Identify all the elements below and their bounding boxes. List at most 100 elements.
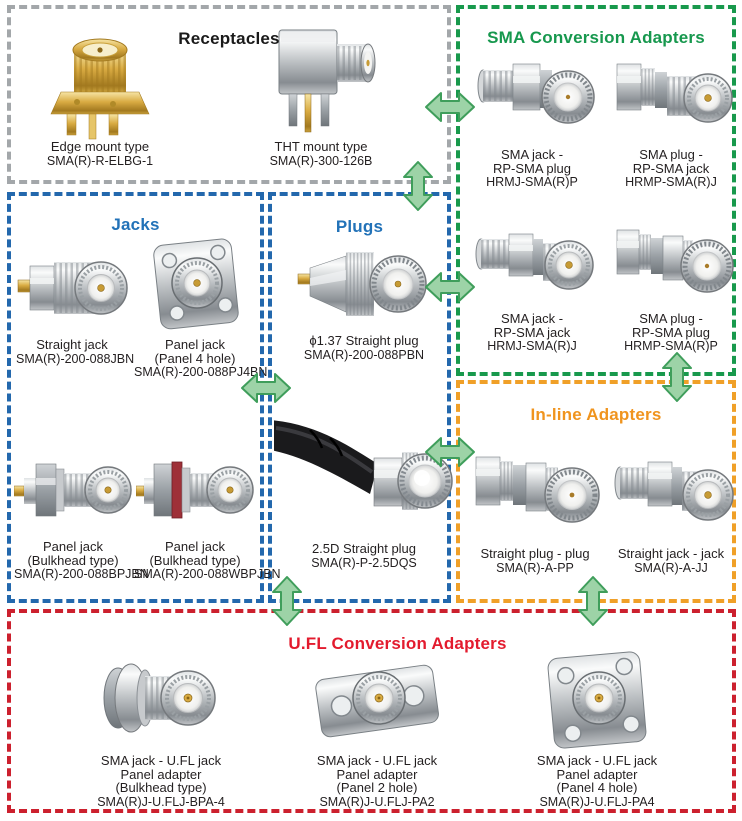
product-name: Panel jack [43, 539, 103, 554]
product-part-number: SMA(R)-P-2.5DQS [311, 555, 417, 570]
panel-jack-4hole-photo [134, 228, 256, 338]
product-edge-mount-receptacle: Edge mount type SMA(R)-R-ELBG-1 [20, 26, 180, 168]
product-part-number: SMA(R)-300-126B [269, 153, 373, 168]
product-part-number: HRMP-SMA(R)P [624, 339, 718, 353]
sma-plug-rp-sma-plug-photo [605, 210, 737, 312]
edge-mount-receptacle-photo [20, 26, 180, 140]
product-panel-jack-4hole: Panel jack (Panel 4 hole) SMA(R)-200-088… [134, 228, 268, 379]
product-25d-straight-plug: 2.5D Straight plug SMA(R)-P-2.5DQS [274, 402, 454, 570]
product-part-number: SMA(R)J-U.FLJ-PA4 [539, 794, 655, 809]
product-name: SMA jack - U.FL jack [536, 753, 658, 768]
product-name: (Panel 4 hole) [154, 350, 236, 366]
product-name: ϕ1.37 Straight plug [309, 333, 419, 348]
arrow-plugs-sma-icon [423, 271, 477, 303]
product-name: (Bulkhead type) [27, 552, 119, 568]
product-panel-jack-bulkhead-waterproof: Panel jack (Bulkhead type) SMA(R)-200-08… [134, 430, 281, 581]
plugs-title: Plugs [335, 217, 384, 237]
arrow-receptacles-sma-icon [423, 91, 477, 123]
product-tht-receptacle: THT mount type SMA(R)-300-126B [241, 14, 401, 168]
sma-conversion-title: SMA Conversion Adapters [487, 28, 705, 48]
product-sma-plug-rp-sma-jack: SMA plug - RP-SMA jack HRMP-SMA(R)J [605, 38, 737, 189]
receptacles-title: Receptacles [178, 29, 280, 49]
product-part-number: SMA(R)J-U.FLJ-PA2 [319, 794, 435, 809]
product-name: Straight jack [36, 337, 108, 352]
straight-plug-plug-photo [465, 432, 605, 547]
product-part-number: HRMP-SMA(R)J [625, 175, 717, 189]
sma-plug-rp-sma-jack-photo [605, 38, 737, 148]
product-part-number: SMA(R)-A-JJ [634, 560, 708, 575]
panel-jack-bulkhead-photo [14, 430, 132, 540]
receptacles-section: Receptacles Edge mount type SMA(R)-R-ELB [7, 5, 451, 184]
product-name: Edge mount type [50, 139, 150, 154]
jacks-section: Jacks Straight jack SMA(R)-200-088JBN [7, 192, 281, 603]
product-name: Panel adapter [556, 766, 638, 782]
arrow-plugs-inline-icon [423, 436, 477, 468]
product-sma-jack-rp-sma-plug: SMA jack - RP-SMA plug HRMJ-SMA(R)P [467, 38, 597, 189]
sma-jack-rp-sma-jack-photo [467, 210, 597, 312]
product-name: SMA plug - [639, 147, 703, 162]
product-name: RP-SMA plug [631, 324, 711, 340]
product-ufl-panel-adapter-4hole: SMA jack - U.FL jack Panel adapter (Pane… [512, 644, 682, 809]
25d-straight-plug-photo [274, 402, 454, 542]
product-straight-plug-plug: Straight plug - plug SMA(R)-A-PP [465, 432, 605, 575]
product-name: SMA jack - U.FL jack [100, 753, 222, 768]
straight-jack-photo [16, 232, 128, 338]
panel-jack-bulkhead-waterproof-photo [134, 430, 256, 540]
product-part-number: SMA(R)-200-088JBN [16, 351, 135, 366]
jacks-title: Jacks [111, 215, 160, 235]
product-dia137-straight-plug: ϕ1.37 Straight plug SMA(R)-200-088PBN [290, 230, 438, 362]
product-name: SMA jack - U.FL jack [316, 753, 438, 768]
product-part-number: HRMJ-SMA(R)J [487, 339, 577, 353]
product-name: (Bulkhead type) [115, 780, 207, 795]
arrow-inline-ufl-icon [577, 574, 609, 628]
product-panel-jack-bulkhead: Panel jack (Bulkhead type) SMA(R)-200-08… [14, 430, 149, 581]
ufl-panel-adapter-4hole-photo [512, 644, 682, 754]
ufl-panel-adapter-bulkhead-photo [76, 644, 246, 754]
ufl-panel-adapter-2hole-photo [292, 644, 462, 754]
product-part-number: SMA(R)-200-088BPJBN [14, 567, 149, 581]
product-name: RP-SMA jack [493, 324, 571, 340]
straight-jack-jack-photo [607, 432, 735, 547]
product-name: SMA jack - [500, 311, 564, 326]
product-part-number: SMA(R)-200-088PBN [303, 347, 425, 362]
product-part-number: SMA(R)-A-PP [496, 560, 574, 575]
product-sma-jack-rp-sma-jack: SMA jack - RP-SMA jack HRMJ-SMA(R)J [467, 210, 597, 353]
product-name: Straight plug - plug [480, 546, 590, 561]
product-name: RP-SMA plug [492, 160, 572, 176]
product-part-number: SMA(R)J-U.FLJ-BPA-4 [97, 794, 225, 809]
sma-jack-rp-sma-plug-photo [467, 38, 597, 148]
product-name: SMA jack - [500, 147, 564, 162]
product-ufl-panel-adapter-bulkhead: SMA jack - U.FL jack Panel adapter (Bulk… [76, 644, 246, 809]
product-name: (Panel 4 hole) [556, 780, 638, 795]
product-name: (Bulkhead type) [149, 552, 241, 568]
product-straight-jack: Straight jack SMA(R)-200-088JBN [16, 232, 135, 366]
product-name: THT mount type [274, 139, 368, 154]
sma-conversion-adapters-section: SMA Conversion Adapters SMA jack - RP-SM [456, 5, 736, 376]
product-name: 2.5D Straight plug [311, 541, 417, 556]
ufl-conversion-title: U.FL Conversion Adapters [288, 634, 507, 654]
product-name: Panel adapter [120, 766, 202, 782]
dia137-straight-plug-photo [290, 230, 438, 334]
product-name: RP-SMA jack [632, 160, 710, 176]
arrow-receptacles-plugs-icon [402, 159, 434, 213]
product-part-number: SMA(R)-200-088PJ4BN [134, 365, 268, 379]
product-part-number: HRMJ-SMA(R)P [486, 175, 578, 189]
product-straight-jack-jack: Straight jack - jack SMA(R)-A-JJ [607, 432, 735, 575]
product-ufl-panel-adapter-2hole: SMA jack - U.FL jack Panel adapter (Pane… [292, 644, 462, 809]
product-part-number: SMA(R)-200-088WBPJBN [134, 567, 281, 581]
product-name: Panel jack [165, 539, 225, 554]
arrow-sma-inline-icon [661, 350, 693, 404]
product-name: Panel jack [165, 337, 225, 352]
product-name: Panel adapter [336, 766, 418, 782]
arrow-jacks-plugs-icon [239, 372, 293, 404]
ufl-conversion-adapters-section: U.FL Conversion Adapters SMA jack - U.FL… [7, 609, 736, 813]
inline-adapters-title: In-line Adapters [530, 405, 662, 425]
product-part-number: SMA(R)-R-ELBG-1 [46, 153, 154, 168]
arrow-plugs-ufl-icon [271, 574, 303, 628]
product-sma-plug-rp-sma-plug: SMA plug - RP-SMA plug HRMP-SMA(R)P [605, 210, 737, 353]
product-name: SMA plug - [639, 311, 703, 326]
product-name: Straight jack - jack [617, 546, 725, 561]
product-name: (Panel 2 hole) [336, 780, 418, 795]
tht-receptacle-photo [241, 14, 401, 140]
